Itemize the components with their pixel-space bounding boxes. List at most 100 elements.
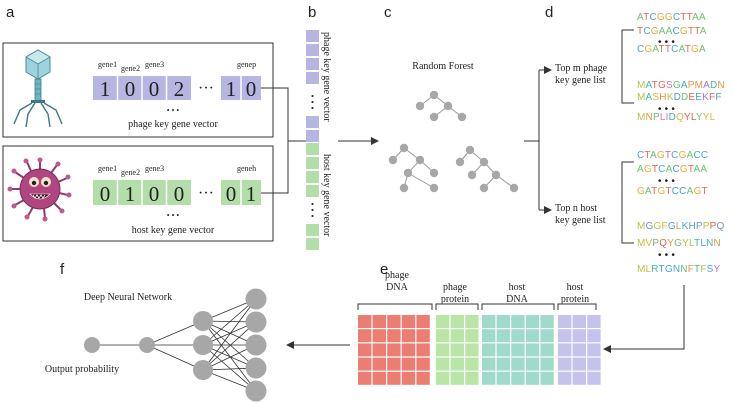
feature-cell [525,357,540,371]
feature-cell [465,343,479,357]
feature-cell [496,329,510,343]
concat-dot [311,106,314,110]
nn-node [245,334,267,356]
nn-node [245,311,267,333]
phage-gene-label-p: genep [237,60,256,69]
nn-edge [202,298,257,371]
feature-cell [416,343,430,357]
concat-phage-cell [306,130,319,142]
host-gene-label-h: geneh [237,164,256,173]
feature-cell [401,371,416,385]
feature-cell [401,357,416,371]
feature-cell [511,329,525,343]
concat-phage-cell [306,72,319,84]
feature-cell [496,315,510,328]
feature-cell [540,357,554,371]
nn-node [193,335,213,355]
phage-bit-2: 0 [125,77,136,101]
phage-gene-label-3: gene3 [145,60,164,69]
concat-host-cell [306,143,319,155]
tree-node [403,168,413,178]
feature-cell [558,371,572,385]
feature-cell [358,343,372,357]
host-gene-label-3: gene3 [145,164,164,173]
feature-cell [558,329,572,343]
host-dna-seq: GATGTCCAGT [637,186,708,197]
phage-dna-seq: ATCGGCTTAA [637,12,706,23]
feature-cell [572,315,586,328]
random-forest-trees [388,90,519,193]
feature-cell [482,315,496,328]
feature-cell [401,343,416,357]
output-probability-label: Output probability [45,364,119,375]
host-dna-dots: • • • [658,176,675,187]
host-protein-dots: • • • [658,250,675,261]
host-bit-2: 1 [125,182,136,206]
concat-host-cell [306,157,319,169]
feature-group-1-line1: phage [385,270,409,281]
feature-cell [465,371,479,385]
feature-cell [540,343,554,357]
host-vertical-dots: • • • [167,211,180,220]
tree-node [415,155,425,165]
panel-label-a: a [6,4,15,21]
panel-label-d: d [545,4,553,21]
feature-cell [450,343,464,357]
feature-matrix [358,315,601,385]
tree-node [429,183,439,193]
feature-cell [416,371,430,385]
feature-cell [558,343,572,357]
feature-cell [372,329,386,343]
feature-cell [401,315,416,328]
feature-cell [558,357,572,371]
feature-cell [387,371,401,385]
feature-group-1-line2: DNA [386,282,408,293]
concat-dot [311,100,314,104]
feature-cell [540,329,554,343]
random-forest-title: Random Forest [412,61,474,72]
feature-cell [436,315,450,328]
tree-node [509,183,519,193]
tree-node [467,170,477,180]
phage-gene-label-1: gene1 [98,60,117,69]
feature-cell [511,343,525,357]
nn-node [84,337,100,353]
panel-label-e: e [380,261,388,278]
feature-cell [525,343,540,357]
feature-group-4-line2: protein [561,294,589,305]
phage-ellipsis: ··· [198,80,214,97]
feature-cell [387,329,401,343]
nn-edge [146,344,204,371]
tree-node [479,183,489,193]
host-bit-1: 0 [100,182,111,206]
concat-host-cell [306,238,319,250]
tree-node [429,168,439,178]
host-protein-seq: MVPQYGYLTLNN [637,238,721,249]
nn-edge [202,320,257,392]
host-box: gene1 gene2 gene3 geneh 0 1 0 0 0 1 ··· … [2,145,274,242]
top-m-label-line1: Top m phage [555,63,608,74]
feature-cell [416,357,430,371]
feature-cell [572,357,586,371]
panel-label-b: b [308,4,316,21]
feature-cell [372,371,386,385]
feature-cell [436,357,450,371]
feature-cell [587,315,601,328]
connector-a-to-b [261,87,306,194]
phage-protein-seq: MATGSGAPMADN [637,80,725,91]
feature-group-2-line1: phage [443,282,467,293]
feature-cell [482,371,496,385]
host-gene-label-1: gene1 [98,164,117,173]
phage-protein-dots: • • • [658,104,675,115]
phage-bit-6: 0 [246,77,257,101]
tree-node [443,101,453,111]
feature-cell [372,315,386,328]
tree-node [429,90,439,100]
phage-vertical-dots: • • • [167,106,180,115]
feature-cell [496,357,510,371]
feature-cell [450,329,464,343]
phage-dna-seq: TCGAACGTTA [637,26,707,37]
nn-node [139,337,155,353]
feature-cell [387,357,401,371]
